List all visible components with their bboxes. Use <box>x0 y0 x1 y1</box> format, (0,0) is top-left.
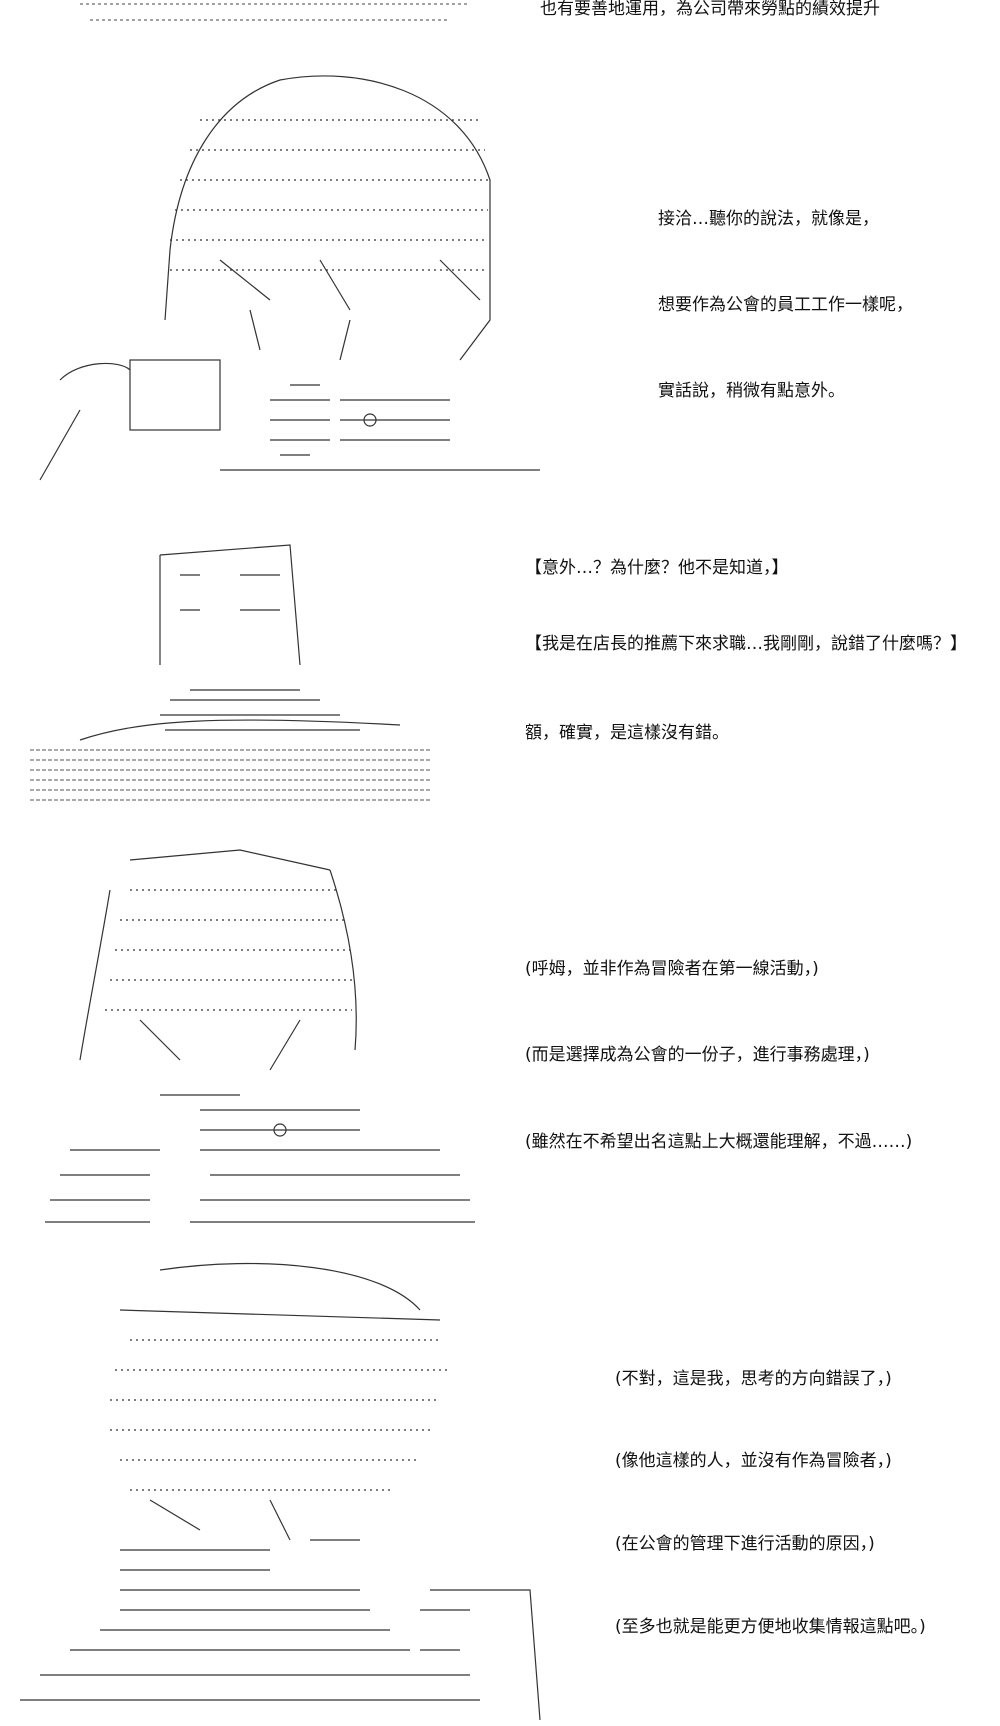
panel-3: (呼姆，並非作為冒險者在第一線活動，) (而是選擇成為公會的一份子，進行事務處理… <box>0 830 1000 1230</box>
top-art-fragment <box>70 0 490 40</box>
ascii-art-character-thinking <box>40 830 480 1230</box>
panel-4-line-3: (在公會的管理下進行活動的原因，) <box>615 1534 875 1554</box>
panel-1: 接洽…聽你的說法，就像是， 想要作為公會的員工工作一樣呢， 實話說，稍微有點意外… <box>0 50 1000 500</box>
panel-2: 【意外…？為什麼？他不是知道，】 【我是在店長的推薦下來求職…我剛剛，說錯了什麼… <box>0 505 1000 805</box>
panel-2-line-3: 額，確實，是這樣沒有錯。 <box>525 723 729 743</box>
panel-4: (不對，這是我，思考的方向錯誤了，) (像他這樣的人，並沒有作為冒險者，) (在… <box>0 1250 1000 1720</box>
ascii-art-character-profile <box>10 1250 550 1720</box>
panel-1-line-1: 接洽…聽你的說法，就像是， <box>658 209 879 229</box>
panel-3-line-1: (呼姆，並非作為冒險者在第一線活動，) <box>525 959 819 979</box>
panel-4-line-1: (不對，這是我，思考的方向錯誤了，) <box>615 1369 892 1389</box>
top-clipped-line: 也有要善地運用，為公司帶來勞點的績效提升 <box>540 0 880 19</box>
panel-1-line-2: 想要作為公會的員工工作一樣呢， <box>658 295 913 315</box>
panel-3-line-3: (雖然在不希望出名這點上大概還能理解，不過……) <box>525 1132 913 1152</box>
panel-2-line-2: 【我是在店長的推薦下來求職…我剛剛，說錯了什麼嗎？】 <box>525 634 967 654</box>
panel-4-line-4: (至多也就是能更方便地收集情報這點吧。) <box>615 1617 926 1637</box>
panel-3-line-2: (而是選擇成為公會的一份子，進行事務處理，) <box>525 1045 870 1065</box>
panel-1-line-3: 實話說，稍微有點意外。 <box>658 381 845 401</box>
panel-2-line-1: 【意外…？為什麼？他不是知道，】 <box>525 558 789 578</box>
ascii-art-hooded-figure <box>20 515 460 805</box>
ascii-art-character-drinking <box>20 60 560 490</box>
panel-4-line-2: (像他這樣的人，並沒有作為冒險者，) <box>615 1451 892 1471</box>
